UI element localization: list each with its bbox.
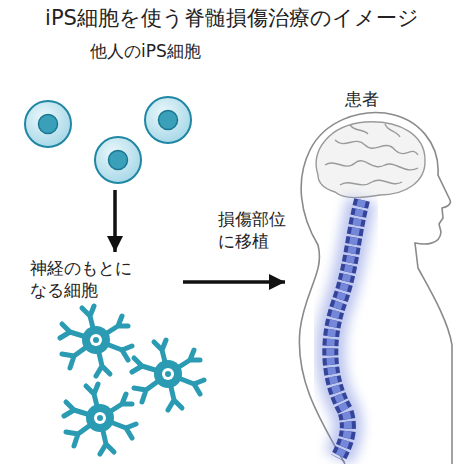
brain: [316, 122, 425, 198]
ips-cell: [145, 97, 191, 143]
spine-glow: [330, 200, 362, 458]
patient-body: [299, 112, 452, 464]
neural-cell: [60, 306, 132, 376]
ips-cell: [25, 101, 71, 147]
node-label: 他人のiPS細胞: [90, 40, 220, 62]
patient-figure: 患者: [285, 82, 457, 460]
neural-cell: [64, 384, 136, 454]
node-label: 患者: [345, 88, 405, 110]
edge-label: 損傷部位に移植: [218, 208, 292, 252]
cell-source-group: 他人のiPS細胞: [20, 40, 205, 190]
ips-cell: [95, 137, 141, 183]
neural-progenitor-group: 神経のもとになる細胞: [28, 252, 183, 304]
diagram-title: iPS細胞を使う脊髄損傷治療のイメージ: [0, 4, 464, 32]
node-label: 神経のもとになる細胞: [30, 257, 138, 301]
spine-highlight: [330, 200, 362, 458]
flow-arrow: [183, 280, 285, 284]
flow-arrow: [113, 190, 117, 252]
neural-cell: [132, 340, 204, 410]
spine: [330, 200, 362, 458]
